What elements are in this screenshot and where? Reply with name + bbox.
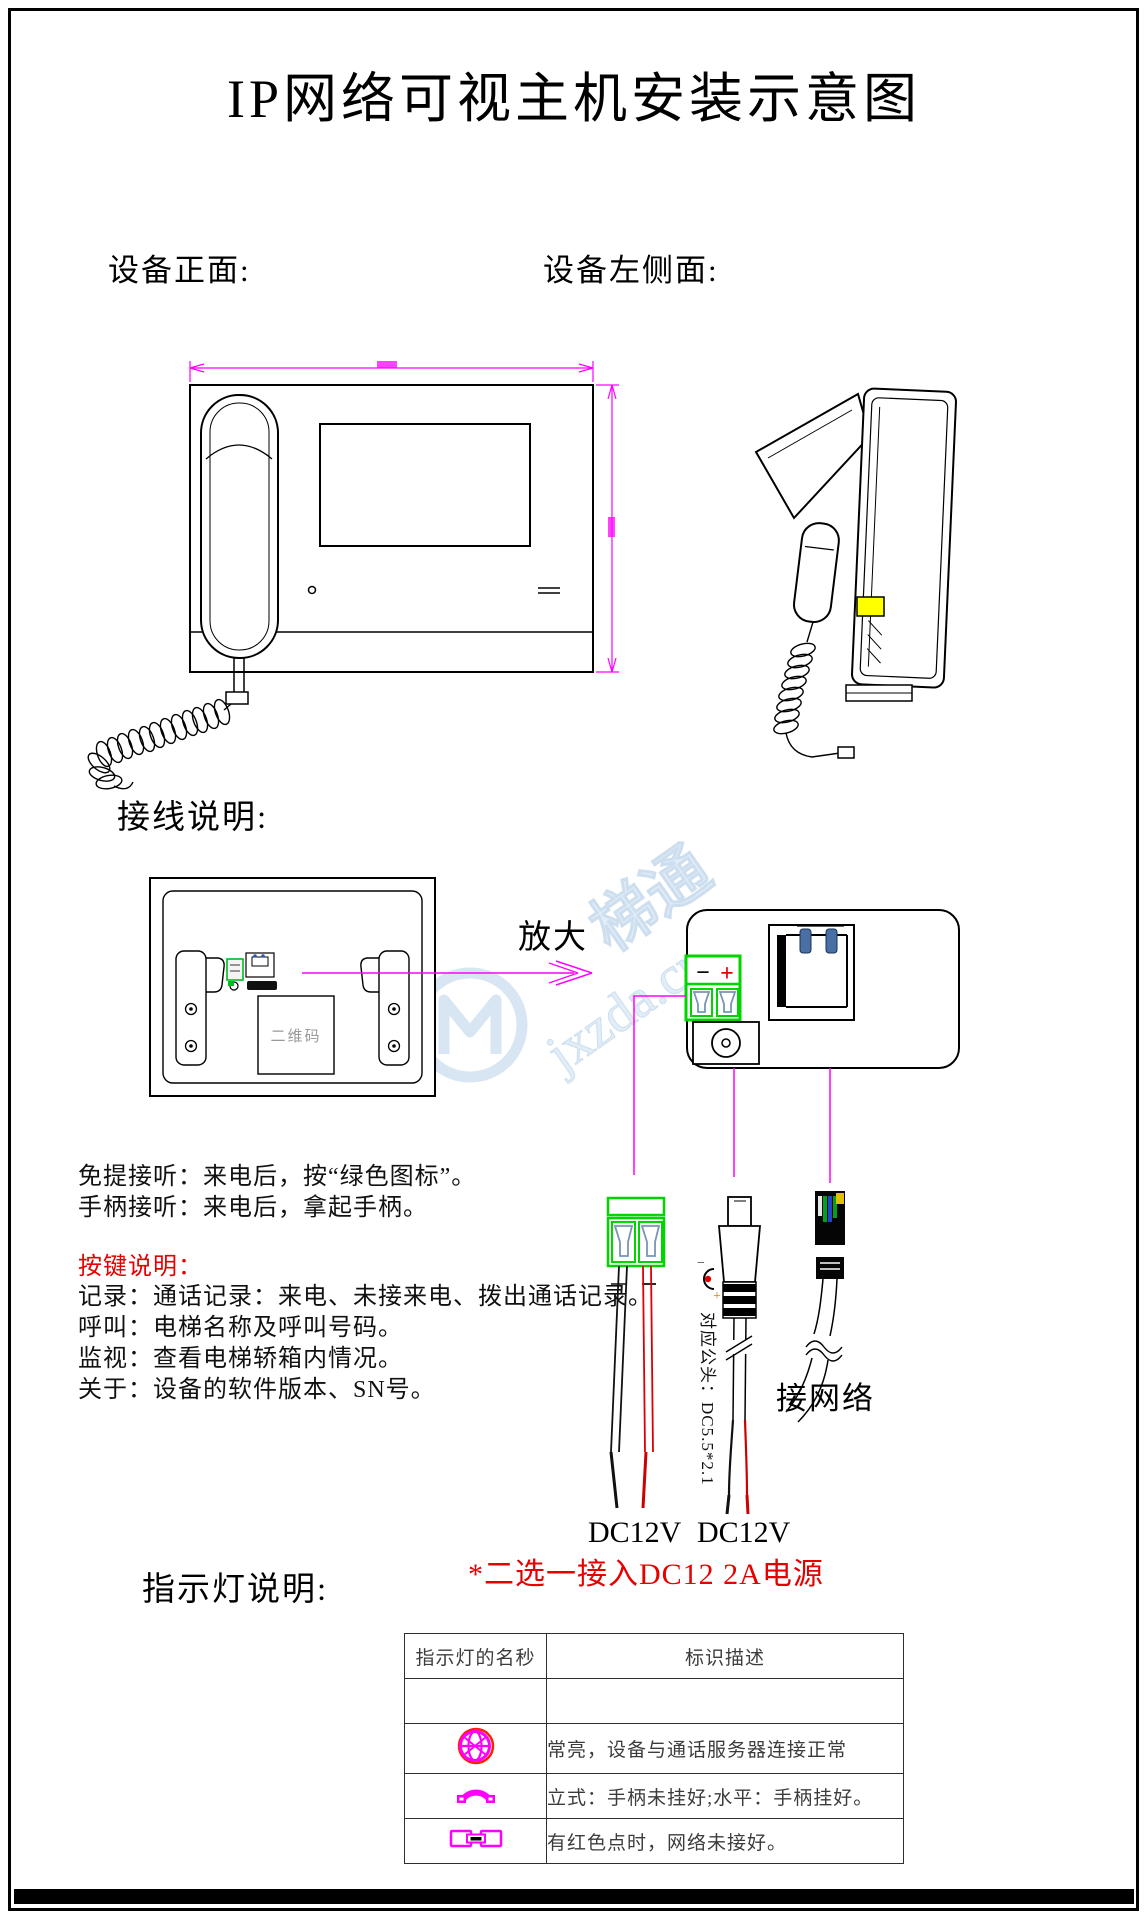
keys-section-title: 按键说明： [78,1254,203,1280]
side-view-drawing [754,387,957,759]
front-coiled-cord [87,698,232,790]
dc-socket [692,1021,760,1065]
back-connector-cluster [226,952,277,991]
qr-code-box [257,995,335,1075]
front-view-drawing [87,384,594,790]
table-row: 立式：手柄未挂好;水平：手柄挂好。 [404,1773,904,1819]
key-call-line: 呼叫：电梯名称及呼叫号码。 [78,1315,403,1341]
dc-plug-spec-note: 对应公头：DC5.5*2.1 [698,1312,717,1486]
red-power-wire [641,1265,654,1509]
side-view-label: 设备左侧面: [543,253,719,288]
polarity-symbol: − + [697,1256,721,1304]
side-coiled-cord [773,621,855,759]
mount-bracket-right [378,950,410,1066]
terminal-minus-label: − [696,960,710,986]
wiring-section-label: 接线说明: [117,800,269,836]
front-screen [319,423,531,547]
black-power-wire [609,1265,656,1509]
table-row [404,1678,904,1724]
network-indicator-icon [449,1829,502,1848]
handset-indicator-icon [456,1789,495,1803]
terminal-plus-label: + [720,961,734,987]
network-cable-label: 接网络 [776,1381,875,1416]
page-border [8,8,1139,1911]
zoom-label: 放大 [518,920,588,956]
handsfree-answer-line: 免提接听：来电后，按“绿色图标”。 [78,1164,477,1190]
dc12v-label-2: DC12V [697,1516,791,1549]
zoom-arrow [302,960,593,986]
handset-status-desc: 立式：手柄未挂好;水平：手柄挂好。 [546,1773,904,1819]
front-device-outline [189,384,594,673]
qr-code-label: 二维码 [270,1028,321,1045]
network-status-desc: 有红色点时，网络未接好。 [546,1818,904,1864]
side-bracket [754,392,872,520]
indicator-table-header-row: 指示灯的名秒 标识描述 [404,1633,904,1679]
power-choice-note: *二选一接入DC12 2A电源 [468,1558,824,1591]
globe-icon-cell [404,1723,547,1774]
front-view-label: 设备正面: [108,253,251,288]
server-connected-desc: 常亮，设备与通话服务器连接正常 [546,1723,904,1774]
empty-icon-cell [404,1678,547,1724]
handset-answer-line: 手柄接听：来电后，拿起手柄。 [78,1195,428,1221]
side-handset [792,522,840,623]
page-title: IP网络可视主机安装示意图 [226,69,921,129]
indicator-section-label: 指示灯说明: [142,1572,329,1608]
indicator-name-header: 指示灯的名秒 [404,1633,547,1679]
indicator-table: 指示灯的名秒 标识描述 常亮，设备与通话服务器连接正常 [404,1633,904,1864]
table-row: 有红色点时，网络未接好。 [404,1818,904,1864]
terminal-plug-drawing [606,1196,666,1509]
leader-lines [633,995,831,1183]
key-monitor-line: 监视：查看电梯轿箱内情况。 [78,1346,403,1372]
side-yellow-highlight [856,596,885,617]
empty-desc-cell [546,1678,904,1724]
power-terminal-block: − + [684,954,742,1022]
back-panel-drawing: 二维码 [149,877,436,1097]
rj45-socket [768,924,855,1021]
enlarged-panel-drawing: − + [684,909,960,1069]
front-handset [200,394,279,659]
mount-bracket-left [175,950,207,1066]
front-dimension-lines [189,361,619,673]
dc12v-label-1: DC12V [588,1516,682,1549]
front-mic-hole [307,585,317,595]
globe-indicator-icon [457,1727,494,1764]
polarity-minus: − [697,1256,705,1271]
polarity-plus: + [713,1289,721,1304]
key-record-line: 记录：通话记录：来电、未接来电、拨出通话记录。 [78,1284,653,1310]
handset-icon-cell [404,1773,547,1819]
rj45-plug-drawing [785,1191,848,1423]
footer-bar [14,1889,1134,1904]
table-row: 常亮，设备与通话服务器连接正常 [404,1723,904,1774]
network-icon-cell [404,1818,547,1864]
key-about-line: 关于：设备的软件版本、SN号。 [78,1377,436,1403]
side-screen-outline [851,387,957,689]
dc-plug-drawing [718,1196,761,1515]
indicator-desc-header: 标识描述 [546,1633,904,1679]
